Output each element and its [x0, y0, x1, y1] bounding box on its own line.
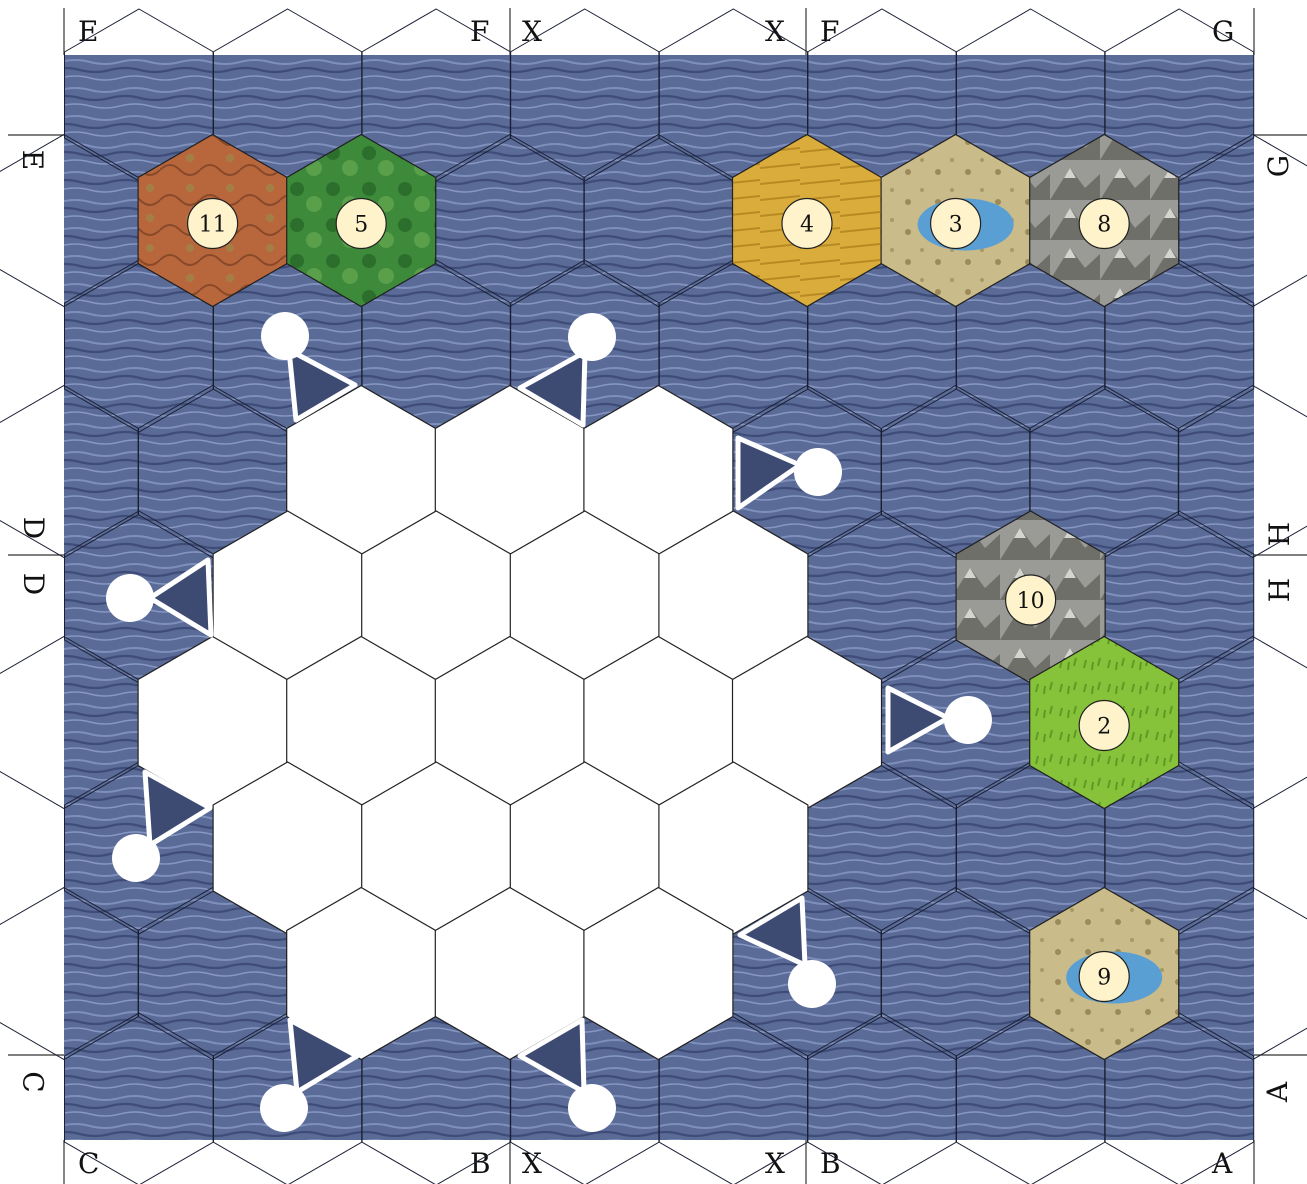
number-token-label: 3 — [949, 213, 963, 238]
bottom-label-a: A — [1212, 1147, 1233, 1180]
harbor-token[interactable] — [106, 574, 154, 622]
number-token — [335, 197, 387, 250]
harbor-token[interactable] — [794, 448, 842, 496]
number-token — [781, 197, 833, 250]
number-token-label: 5 — [354, 213, 368, 238]
top-label-f: F — [820, 15, 840, 48]
number-token-label: 4 — [800, 213, 814, 238]
frame-lines — [8, 8, 1307, 1184]
token-layer: 11 5 4 3 8 10 2 9 — [187, 197, 1130, 1003]
hex-grid — [0, 8, 1307, 1184]
number-token-label: 11 — [199, 213, 227, 238]
harbor-triangle — [142, 769, 213, 848]
bottom-label-x: X — [522, 1147, 542, 1180]
number-token — [929, 197, 982, 250]
bottom-label-c: C — [78, 1147, 100, 1180]
number-token — [1004, 574, 1057, 626]
top-label-f: F — [470, 15, 490, 48]
harbor-token[interactable] — [568, 313, 616, 361]
top-label-x: X — [522, 15, 542, 48]
number-token-label: 9 — [1097, 966, 1111, 991]
sea-hex — [1177, 384, 1307, 559]
harbor-triangle — [735, 435, 803, 511]
top-label-x: X — [765, 15, 785, 48]
harbor-token[interactable] — [568, 1084, 616, 1132]
bottom-label-x: X — [765, 1147, 785, 1180]
number-token — [1078, 197, 1130, 250]
harbor-token[interactable] — [260, 1084, 308, 1132]
harbor-triangle — [885, 685, 951, 755]
harbor-token[interactable] — [788, 960, 836, 1008]
number-token — [187, 197, 239, 250]
harbor-triangle — [147, 557, 214, 638]
harbor-triangle — [737, 895, 808, 968]
harbor-triangle — [286, 347, 358, 423]
harbor-token[interactable] — [112, 834, 160, 882]
number-token — [1078, 699, 1130, 752]
number-token-label: 2 — [1097, 715, 1111, 740]
empty-land-hex[interactable] — [583, 886, 734, 1061]
harbor-layer — [106, 312, 992, 1132]
top-label-g: G — [1212, 15, 1235, 48]
harbor-triangle — [517, 1017, 587, 1095]
bottom-label-b: B — [820, 1147, 841, 1180]
number-token — [1078, 950, 1130, 1003]
harbor-token[interactable] — [944, 696, 992, 744]
number-token-label: 8 — [1097, 213, 1111, 238]
number-token-label: 10 — [1017, 589, 1045, 614]
top-label-e: E — [78, 15, 99, 48]
harbor-triangle — [517, 349, 588, 428]
harbor-triangle — [287, 1017, 360, 1095]
harbor-token[interactable] — [261, 312, 309, 360]
